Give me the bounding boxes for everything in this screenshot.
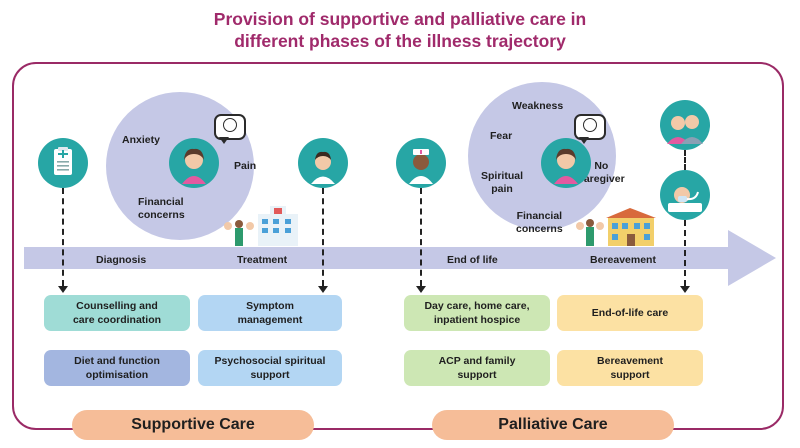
day-care-box: Day care, home care,inpatient hospice	[404, 295, 550, 331]
connector-diagnosis	[62, 188, 64, 286]
anxiety-label: Anxiety	[122, 134, 160, 146]
diagram-title-line1: Provision of supportive and palliative c…	[213, 9, 587, 29]
ventilator-patient-icon	[660, 170, 710, 220]
connector-family-ventilator	[684, 150, 686, 170]
connector-arrowhead	[680, 286, 690, 293]
patient-icon	[541, 138, 591, 188]
connector-bereavement	[684, 220, 686, 286]
speech-bubble-sad-icon	[574, 114, 606, 144]
hospital-icon	[224, 206, 298, 246]
palliative-care-pill: Palliative Care	[432, 410, 674, 440]
diagram-frame	[12, 62, 784, 430]
hospice-icon	[576, 208, 656, 246]
nurse-icon	[396, 138, 446, 188]
patient-icon	[298, 138, 348, 188]
connector-arrowhead	[318, 286, 328, 293]
diagram-title-line2: different phases of the illness trajecto…	[234, 31, 566, 51]
connector-arrowhead	[416, 286, 426, 293]
connector-arrowhead	[58, 286, 68, 293]
connector-end-of-life	[420, 188, 422, 286]
patient-icon	[169, 138, 219, 188]
connector-treatment	[322, 188, 324, 286]
speech-bubble-sad-icon	[214, 114, 246, 144]
fear-label: Fear	[490, 130, 513, 142]
phase-diagnosis: Diagnosis	[96, 254, 147, 266]
phase-end-of-life: End of life	[447, 254, 498, 266]
clipboard-icon	[38, 138, 88, 188]
illness-trajectory-arrow	[24, 230, 776, 286]
weakness-label: Weakness	[512, 100, 564, 112]
supportive-care-pill: Supportive Care	[72, 410, 314, 440]
phase-treatment: Treatment	[237, 254, 288, 266]
pain-label: Pain	[234, 160, 257, 172]
phase-bereavement: Bereavement	[590, 254, 656, 266]
family-icon	[660, 100, 710, 150]
end-of-life-care-box: End-of-life care	[557, 295, 703, 331]
